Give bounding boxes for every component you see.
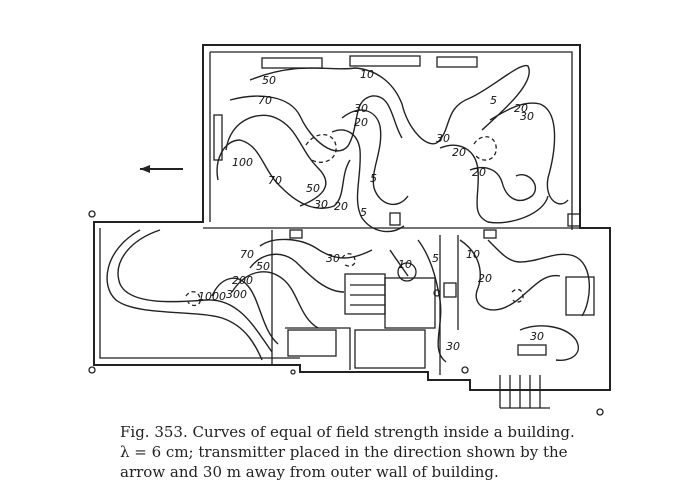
contour-label: 50 [256, 260, 270, 273]
contour-label: 10 [466, 248, 480, 261]
contour-label: 20 [472, 166, 486, 179]
contour-label: 20 [354, 116, 368, 129]
contour-label: 50 [306, 182, 320, 195]
contour-label: 70 [268, 174, 282, 187]
contour-label: 30 [530, 330, 544, 343]
contour-label: 5 [490, 94, 497, 107]
contour-label: 50 [262, 74, 276, 87]
building-walls [93, 44, 611, 409]
contour-label: 20 [514, 102, 528, 115]
contour-label: 30 [446, 340, 460, 353]
field-strength-contours [106, 65, 591, 363]
contour-label: 30 [436, 132, 450, 145]
contour-label: 200 [232, 274, 253, 287]
caption-line: arrow and 30 m away from outer wall of b… [120, 463, 499, 481]
contour-label: 70 [258, 94, 272, 107]
survey-markers [88, 210, 604, 416]
contour-label: 100 [232, 156, 253, 169]
contour-label: 30 [354, 102, 368, 115]
contour-label: 30 [326, 252, 340, 265]
transmitter-direction-arrow [140, 165, 183, 173]
contour-label: 5 [432, 252, 439, 265]
contour-label: 20 [334, 200, 348, 213]
contour-label: 20 [478, 272, 492, 285]
field-strength-floor-plan: 10 50 70 100 30 20 5 30 20 5 20 20 30 70… [88, 44, 611, 416]
contour-label: 10 [360, 68, 374, 81]
caption-line: Fig. 353. Curves of equal of field stren… [120, 423, 575, 441]
contour-label: 1000 [198, 290, 226, 303]
contour-label: 30 [520, 110, 534, 123]
contour-labels: 10 50 70 100 30 20 5 30 20 5 20 20 30 70… [198, 68, 544, 353]
figure-caption: Fig. 353. Curves of equal of field stren… [120, 422, 640, 482]
contour-label: 300 [226, 288, 247, 301]
contour-label: 20 [452, 146, 466, 159]
contour-label: 70 [240, 248, 254, 261]
contour-label: 30 [314, 198, 328, 211]
contour-label: 5 [370, 172, 377, 185]
caption-line: λ = 6 cm; transmitter placed in the dire… [120, 443, 568, 461]
contour-label: 10 [398, 258, 412, 271]
contour-label: 5 [360, 206, 367, 219]
